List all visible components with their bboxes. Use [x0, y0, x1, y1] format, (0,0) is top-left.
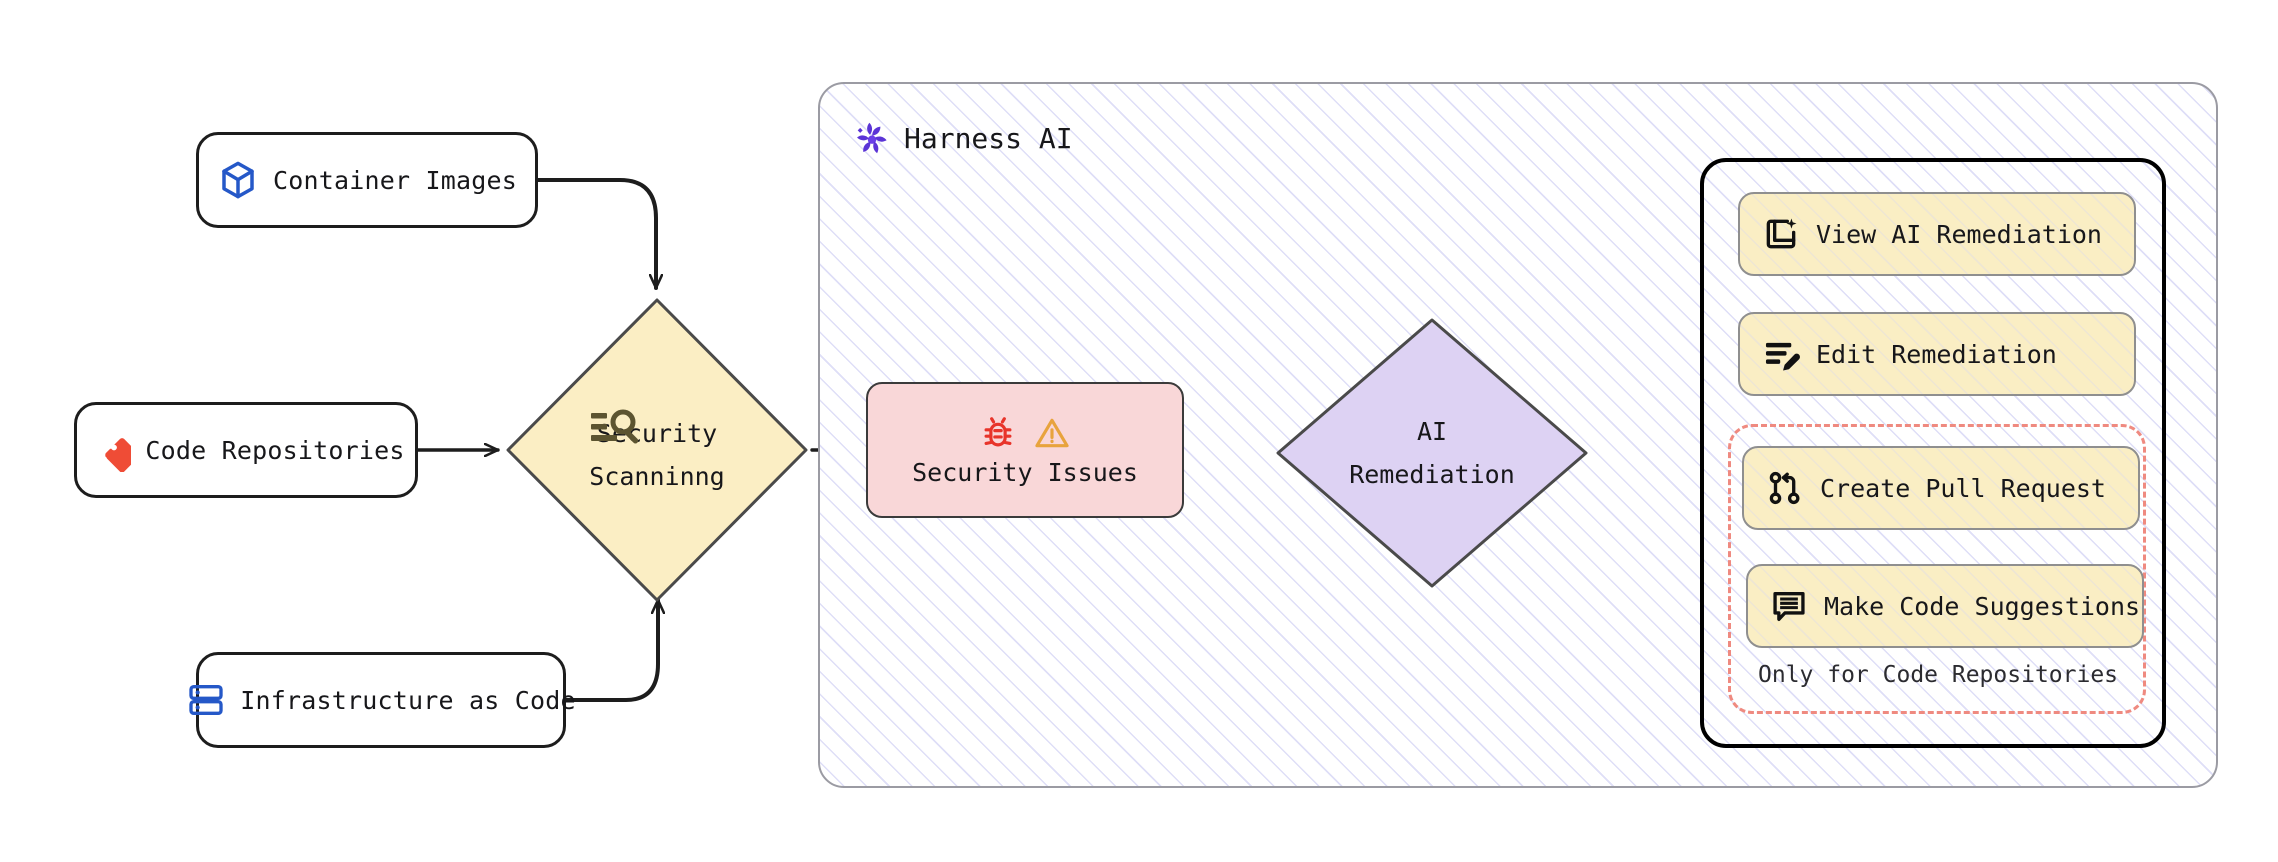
harness-ai-title: Harness AI — [904, 121, 1073, 155]
container-box-icon — [217, 159, 259, 201]
list-pencil-icon — [1762, 335, 1800, 373]
action-label-view-ai-remediation: View AI Remediation — [1816, 219, 2102, 249]
source-label-code-repositories: Code Repositories — [145, 435, 405, 465]
security-scanning-node[interactable]: Security Scanninng — [500, 292, 814, 608]
ai-actions-container — [1700, 158, 2166, 748]
security-scanning-label-line2: Scanninng — [589, 462, 725, 491]
action-label-edit-remediation: Edit Remediation — [1816, 339, 2057, 369]
comment-lines-icon — [1770, 587, 1808, 625]
harness-ai-title-group: Harness AI — [852, 118, 1073, 158]
action-label-make-code-suggestions: Make Code Suggestions — [1824, 591, 2141, 621]
ai-remediation-label-line2: Remediation — [1349, 460, 1515, 489]
ai-remediation-label-line1: AI — [1416, 417, 1448, 446]
code-repository-only-group — [1728, 424, 2146, 714]
action-edit-remediation[interactable]: Edit Remediation — [1738, 312, 2136, 396]
source-label-infrastructure-as-code: Infrastructure as Code — [240, 685, 576, 715]
source-node-container-images[interactable]: Container Images — [196, 132, 538, 228]
bug-icon — [979, 414, 1017, 452]
ai-remediation-content: AI Remediation — [1349, 415, 1515, 491]
source-node-code-repositories[interactable]: Code Repositories — [74, 402, 418, 498]
security-issues-node[interactable]: Security Issues — [866, 382, 1184, 518]
pull-request-icon — [1766, 469, 1804, 507]
server-rack-icon — [186, 680, 226, 720]
edge-iac-to-scanning — [564, 598, 658, 702]
security-issues-icons — [979, 414, 1071, 452]
git-repository-icon — [87, 428, 132, 472]
ai-sparkle-window-icon — [1762, 215, 1800, 253]
restriction-note: Only for Code Repositories — [1758, 662, 2119, 688]
security-issues-label: Security Issues — [912, 457, 1138, 487]
security-scanning-label-line1: Security — [596, 419, 718, 448]
action-create-pull-request[interactable]: Create Pull Request — [1742, 446, 2140, 530]
security-scanning-content: Security Scanninng — [589, 407, 725, 493]
ai-remediation-node[interactable]: AI Remediation — [1272, 314, 1592, 592]
harness-pinwheel-logo — [852, 118, 892, 158]
source-node-infrastructure-as-code[interactable]: Infrastructure as Code — [189, 652, 576, 748]
action-make-code-suggestions[interactable]: Make Code Suggestions — [1746, 564, 2144, 648]
source-label-container-images: Container Images — [272, 165, 518, 195]
edge-container-to-scanning — [536, 178, 656, 290]
action-label-create-pull-request: Create Pull Request — [1820, 473, 2106, 503]
warning-triangle-icon — [1033, 414, 1071, 452]
action-view-ai-remediation[interactable]: View AI Remediation — [1738, 192, 2136, 276]
